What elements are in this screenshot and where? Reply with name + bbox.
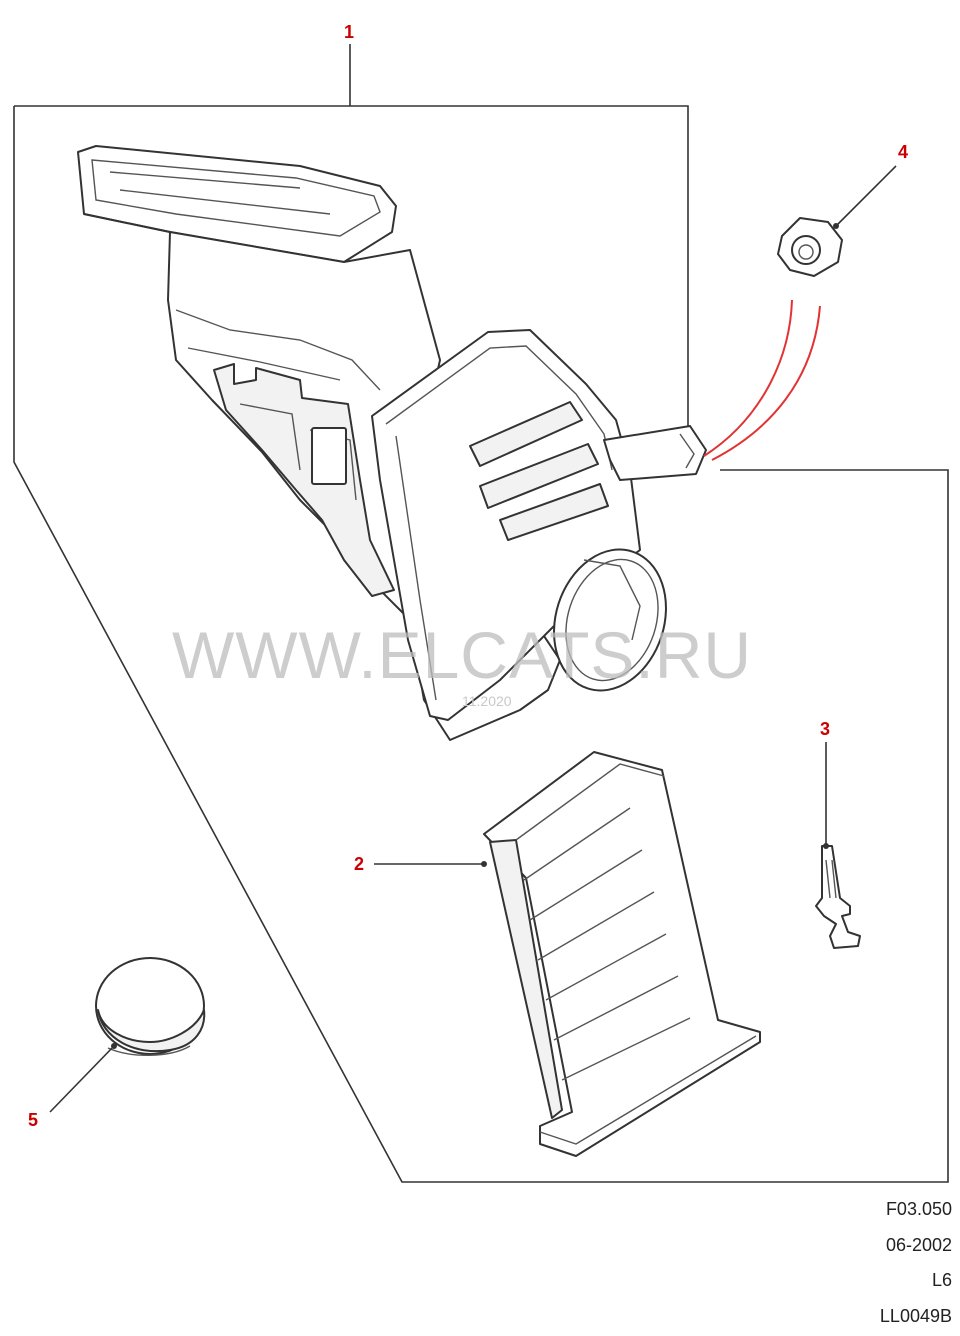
assembly-frame: [13, 44, 949, 1183]
callout-3: 3: [820, 719, 830, 739]
watermark-text: WWW.ELCATS.RU: [172, 618, 752, 692]
nut-fitment-line-1: [703, 299, 793, 457]
leader-4: [835, 165, 897, 227]
air-filter-element: [483, 751, 761, 1157]
model-code: L6: [931, 1270, 952, 1290]
callout-5: 5: [28, 1110, 38, 1130]
callout-4: 4: [898, 142, 908, 162]
leader-5: [49, 1045, 115, 1113]
nut-fitment-line-2: [711, 305, 821, 461]
watermark-year: 11.2020: [462, 693, 512, 709]
callout-2: 2: [354, 854, 364, 874]
air-cleaner-housing: [77, 145, 707, 741]
reference-block: F03.050 06-2002 L6 LL0049B: [752, 1192, 952, 1334]
cap-grommet: [95, 957, 206, 1056]
issue-date: 06-2002: [885, 1234, 952, 1255]
flange-nut: [777, 217, 843, 277]
callout-1: 1: [344, 22, 354, 42]
figure-number: F03.050: [885, 1199, 952, 1219]
plastic-clip: [815, 845, 861, 949]
illustration-code: LL0049B: [879, 1305, 952, 1326]
